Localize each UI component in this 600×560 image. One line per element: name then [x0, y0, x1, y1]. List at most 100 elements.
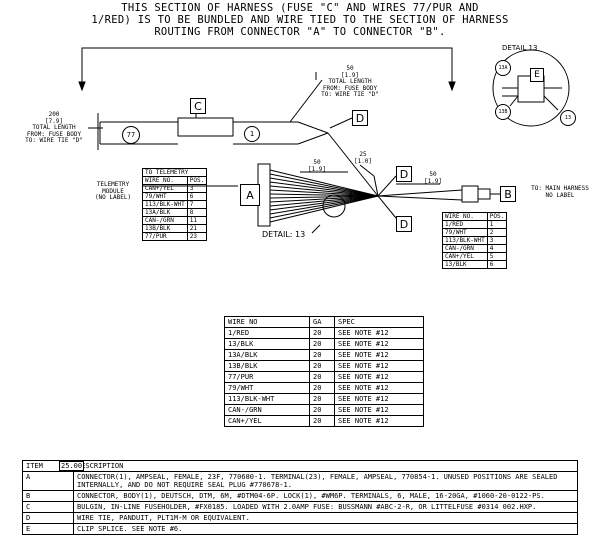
comp-header-item: ITEM 25.00	[22, 460, 85, 472]
cell: CAN-/GRN	[442, 244, 488, 253]
telemetry-header-pos: POS.	[186, 176, 208, 185]
cell: CLIP SPLICE. SEE NOTE #6.	[73, 523, 578, 535]
callout-e: E	[530, 68, 544, 82]
cell: 77/PUR	[224, 371, 310, 383]
telemetry-label-3: (NO LABEL)	[94, 194, 132, 201]
cell: 20	[309, 371, 335, 383]
main-harness-label: TO: MAIN HARNESS NO LABEL	[520, 185, 600, 199]
detail-label: DETAIL: 13	[262, 230, 306, 239]
fuse-holder-body	[177, 117, 234, 137]
cell: 7	[186, 200, 208, 209]
cell: A	[22, 471, 74, 491]
dim-left: 200 [7.9] TOTAL LENGTH FROM: FUSE BODY T…	[4, 111, 104, 145]
cell: 3	[186, 184, 208, 193]
cell: 20	[309, 404, 335, 416]
cell: D	[22, 512, 74, 524]
dim-50a: 50 [1.9]	[302, 159, 332, 173]
comp-header-desc: DESCRIPTION	[73, 460, 578, 472]
comp-header-item-text: ITEM	[26, 462, 43, 470]
cell: BULGIN, IN-LINE FUSEHOLDER, #FX0185. LOA…	[73, 501, 578, 513]
dim-left-l1: TOTAL LENGTH	[32, 124, 76, 131]
callout-c: C	[190, 98, 206, 114]
cell: 13B/BLK	[224, 360, 310, 372]
cell: 77/PUR	[142, 232, 188, 241]
telemetry-table-caption: TO TELEMETRY	[141, 168, 208, 177]
cell: CAN-/GRN	[142, 216, 188, 225]
detail-wire-13a: 13A	[495, 60, 511, 76]
telemetry-label-1: TELEMETRY	[96, 181, 130, 188]
cell: 1/RED	[224, 327, 310, 339]
detail-13-view	[492, 49, 570, 127]
cell: 113/BLK-WHT	[142, 200, 188, 209]
dim-left-mm: 200	[48, 111, 60, 118]
callout-d-lower: D	[396, 216, 412, 232]
cell: E	[22, 523, 74, 535]
dim-upper-mm: 50	[346, 65, 354, 72]
cell: SEE NOTE #12	[334, 404, 424, 416]
cell: 13B/BLK	[142, 224, 188, 233]
cell: 1	[486, 220, 508, 229]
cell: 6	[486, 260, 508, 269]
cell: 20	[309, 349, 335, 361]
cell: SEE NOTE #12	[334, 327, 424, 339]
harness-drawing	[78, 47, 570, 234]
top-note-line-3: ROUTING FROM CONNECTOR "A" TO CONNECTOR …	[154, 26, 446, 38]
cell: 21	[186, 224, 208, 233]
b-header-pos: POS.	[486, 212, 508, 221]
cell: 79/WHT	[224, 382, 310, 394]
overlay-value: 25.00	[59, 461, 85, 471]
detail-title: DETAIL 13	[502, 44, 538, 52]
note-bracket	[81, 47, 453, 90]
dim-50b: 50 [1.9]	[418, 171, 448, 185]
cell: 13A/BLK	[142, 208, 188, 217]
telemetry-header-wire: WIRE NO.	[142, 176, 188, 185]
callout-a: A	[240, 184, 260, 206]
dim-50a-in: [1.9]	[307, 165, 327, 173]
cell: WIRE TIE, PANDUIT, PLT1M-M OR EQUIVALENT…	[73, 512, 578, 524]
detail-wire-13: 13	[560, 110, 576, 126]
top-note-line-1: THIS SECTION OF HARNESS (FUSE "C" AND WI…	[121, 2, 479, 14]
callout-d-mid: D	[396, 166, 412, 182]
dim-50b-in: [1.9]	[423, 177, 443, 185]
cell: CAN+/YEL	[442, 252, 488, 261]
dim-50a-mm: 50	[313, 159, 321, 166]
cell: SEE NOTE #12	[334, 415, 424, 427]
callout-b: B	[500, 186, 516, 202]
fan-wires	[269, 169, 379, 223]
cell: 3	[486, 236, 508, 245]
dim-25: 25 [1.0]	[348, 151, 378, 165]
cell: SEE NOTE #12	[334, 393, 424, 405]
b-header-wire: WIRE NO.	[442, 212, 488, 221]
cell: SEE NOTE #12	[334, 338, 424, 350]
dim-upper-l2: FROM: FUSE BODY	[322, 84, 378, 92]
dim-left-in: [7.9]	[44, 117, 64, 125]
dim-left-l3: TO: WIRE TIE "D"	[25, 137, 83, 144]
callout-d-upper: D	[352, 110, 368, 126]
cell: 6	[186, 192, 208, 201]
cell: 20	[309, 338, 335, 350]
cell: 8	[186, 208, 208, 217]
cell: 4	[486, 244, 508, 253]
cell: 13/BLK	[224, 338, 310, 350]
cell: 79/WHT	[142, 192, 188, 201]
cell: 5	[486, 252, 508, 261]
dim-upper: 50 [1.9] TOTAL LENGTH FROM: FUSE BODY TO…	[300, 65, 400, 99]
cell: SEE NOTE #12	[334, 360, 424, 372]
